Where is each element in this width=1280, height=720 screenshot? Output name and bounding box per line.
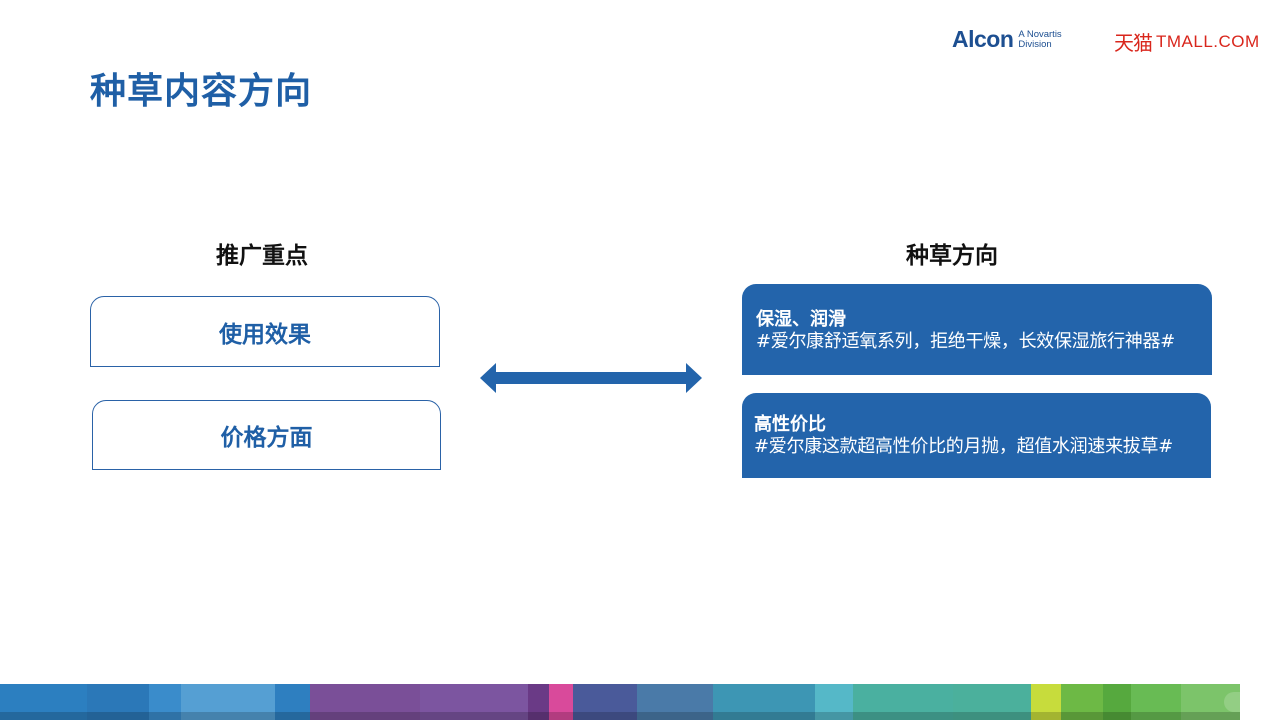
footer-band-segment	[637, 684, 713, 720]
card-title: 高性价比	[754, 414, 826, 435]
footer-band-segment	[149, 684, 181, 720]
footer-band-segment	[953, 684, 1031, 720]
card-hashtag: #爱尔康舒适氧系列，拒绝干燥，长效保湿旅行神器#	[756, 331, 1175, 352]
footer-band-segment	[1103, 684, 1131, 720]
footer-band-segment	[181, 684, 275, 720]
direction-card-moisturizing: 保湿、润滑 #爱尔康舒适氧系列，拒绝干燥，长效保湿旅行神器#	[742, 284, 1212, 375]
direction-card-value: 高性价比 #爱尔康这款超高性价比的月抛，超值水润速来拔草#	[742, 393, 1211, 478]
footer-band-segment	[815, 684, 853, 720]
focus-item-price: 价格方面	[92, 400, 441, 470]
footer-band-segment	[1061, 684, 1103, 720]
footer-band-segment	[1031, 684, 1061, 720]
footer-band-segment	[275, 684, 310, 720]
page-number-badge	[1224, 692, 1266, 712]
footer-band-segment	[87, 684, 149, 720]
alcon-tagline-line1: A Novartis	[1018, 28, 1062, 40]
footer-band-segment	[528, 684, 549, 720]
footer-band-segment	[1181, 684, 1240, 720]
alcon-wordmark: Alcon	[952, 26, 1014, 52]
right-column-heading: 种草方向	[906, 243, 998, 269]
tmall-logo-english: TMALL.COM	[1156, 31, 1260, 51]
footer-band-segment	[573, 684, 637, 720]
footer-band-segment	[310, 684, 420, 720]
footer-band-segment	[420, 684, 528, 720]
page-title: 种草内容方向	[90, 71, 313, 112]
focus-item-usage-effect: 使用效果	[90, 296, 440, 367]
footer-band-segment	[713, 684, 815, 720]
left-column-heading: 推广重点	[216, 243, 308, 269]
footer-color-band	[0, 684, 1280, 720]
card-title: 保湿、润滑	[756, 309, 846, 330]
footer-band-segment	[0, 684, 87, 720]
alcon-tagline: A Novartis Division	[1018, 28, 1062, 50]
tmall-logo: 天猫 TMALL.COM	[1114, 27, 1260, 56]
footer-band-segment	[549, 684, 573, 720]
alcon-tagline-line2: Division	[1018, 38, 1052, 50]
footer-band-segment	[853, 684, 953, 720]
double-arrow-icon	[480, 363, 702, 393]
tmall-logo-chinese: 天猫	[1114, 31, 1153, 55]
alcon-logo: Alcon A Novartis Division	[952, 26, 1062, 53]
card-hashtag: #爱尔康这款超高性价比的月抛，超值水润速来拔草#	[754, 436, 1173, 457]
footer-band-segment	[1131, 684, 1181, 720]
